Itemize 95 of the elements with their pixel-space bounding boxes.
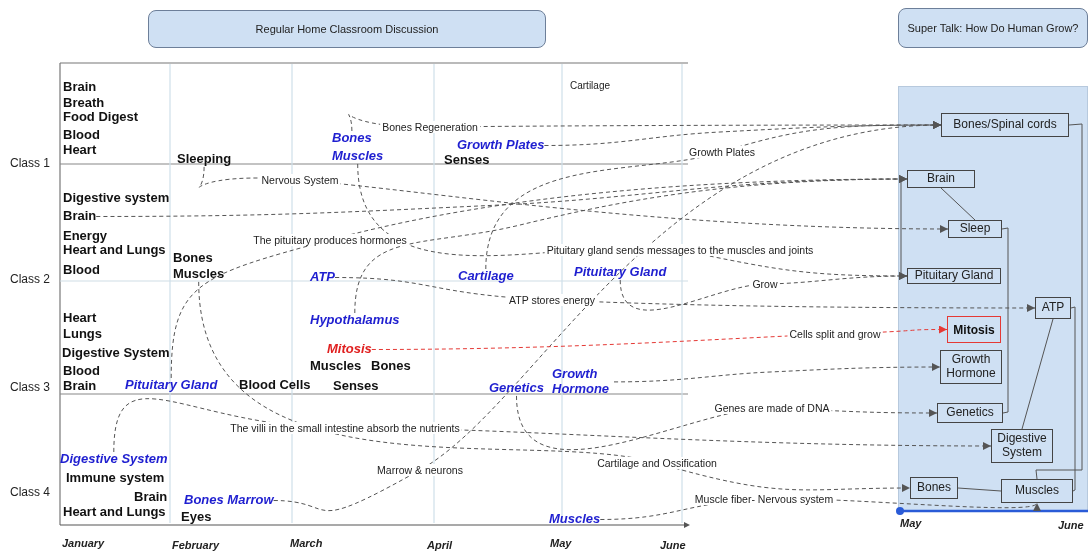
- connector: [273, 121, 942, 512]
- topic-text: Blood: [63, 263, 100, 278]
- topic-text: Brain: [134, 490, 168, 505]
- edge-label: Pituitary gland sends messages to the muscles and joints: [544, 243, 816, 257]
- topic-text: Muscles: [549, 512, 601, 527]
- topic-text: Heart and Lungs: [63, 505, 166, 520]
- topic-text: Mitosis: [327, 342, 372, 357]
- topic-box: Mitosis: [947, 316, 1001, 343]
- topic-text: Muscles: [173, 267, 225, 282]
- topic-text: Bones Marrow: [184, 493, 274, 508]
- class-label: Class 1: [10, 157, 50, 171]
- edge-label: Muscle fiber- Nervous system: [692, 492, 836, 506]
- topic-text: Blood Cells: [239, 378, 311, 393]
- topic-text: Cartilage: [458, 269, 514, 284]
- topic-text: Heart: [63, 311, 97, 326]
- topic-text: Digestive System: [60, 452, 168, 467]
- month-label: April: [427, 539, 453, 552]
- topic-box: Muscles: [1001, 479, 1073, 503]
- connector: [613, 363, 941, 383]
- edge-label: Genes are made of DNA: [712, 401, 832, 415]
- connector: [354, 175, 908, 314]
- header-box: Super Talk: How Do Human Grow?: [898, 8, 1088, 48]
- topic-box: ATP: [1035, 297, 1071, 319]
- topic-box: Genetics: [937, 403, 1003, 423]
- connector: [1001, 227, 1009, 414]
- topic-box: Brain: [907, 170, 975, 188]
- topic-text: Sleeping: [177, 152, 232, 167]
- topic-text: Blood: [63, 128, 100, 143]
- note-text: Cartilage: [570, 80, 611, 92]
- connector: [900, 177, 908, 277]
- edge-label: Marrow & neurons: [375, 463, 465, 477]
- topic-text: Bones: [173, 251, 213, 266]
- topic-text: Genetics: [489, 381, 544, 396]
- connector: [1021, 318, 1054, 430]
- connector: [940, 187, 976, 221]
- header-box: Regular Home Classroom Discussion: [148, 10, 546, 48]
- topic-text: Brain: [63, 80, 97, 95]
- edge-label: Nervous System: [259, 173, 341, 187]
- edge-label: The pituitary produces hormones: [251, 233, 409, 247]
- topic-text: Pituitary Gland: [574, 265, 667, 280]
- topic-box: Sleep: [948, 220, 1002, 238]
- connector: [198, 166, 949, 233]
- panel-background: [898, 86, 1088, 512]
- month-label: May: [550, 537, 572, 550]
- month-label: January: [62, 537, 105, 550]
- connector: [957, 487, 1002, 492]
- edge-label: ATP stores energy: [507, 293, 597, 307]
- month-label: June: [1058, 519, 1084, 532]
- edge-label: Cells split and grow: [787, 327, 883, 341]
- topic-text: Eyes: [181, 510, 212, 525]
- edge-label: Growth Plates: [687, 145, 757, 159]
- topic-text: Growth Plates: [457, 138, 545, 153]
- topic-text: Energy: [63, 229, 108, 244]
- connector: [334, 277, 1036, 312]
- topic-text: Muscles: [310, 359, 362, 374]
- edge-label: Bones Regeneration: [380, 120, 480, 134]
- connector: [1070, 306, 1076, 492]
- topic-text: Digestive System: [62, 346, 170, 361]
- topic-text: Heart: [63, 143, 97, 158]
- topic-text: Immune system: [66, 471, 165, 486]
- topic-text: Bones: [332, 131, 372, 146]
- topic-text: Food Digest: [63, 110, 139, 125]
- class-label: Class 2: [10, 273, 50, 287]
- topic-text: Senses: [333, 379, 379, 394]
- topic-text: Heart and Lungs: [63, 243, 166, 258]
- topic-box: Bones/Spinal cords: [941, 113, 1069, 137]
- topic-box: Pituitary Gland: [907, 268, 1001, 284]
- month-label: March: [290, 537, 323, 550]
- topic-text: Brain: [63, 379, 97, 394]
- topic-box: Growth Hormone: [940, 350, 1002, 384]
- month-label: May: [900, 517, 922, 530]
- topic-box: Bones: [910, 477, 958, 499]
- edge-label: Grow: [750, 277, 780, 291]
- topic-text: Brain: [63, 209, 97, 224]
- class-label: Class 3: [10, 381, 50, 395]
- connector: [1035, 123, 1083, 480]
- edge-label: Cartilage and Ossification: [595, 456, 719, 470]
- topic-text: Digestive system: [63, 191, 170, 206]
- topic-text: Bones: [371, 359, 411, 374]
- topic-text: Senses: [444, 153, 490, 168]
- topic-box: Digestive System: [991, 429, 1053, 463]
- topic-text: Hypothalamus: [310, 313, 400, 328]
- topic-text: Pituitary Gland: [125, 378, 218, 393]
- edge-label: The villi in the small intestine absorb the nutrients: [228, 421, 462, 435]
- topic-text: Breath: [63, 96, 105, 111]
- month-label: June: [660, 539, 686, 552]
- connector: [198, 281, 911, 493]
- month-label: February: [172, 539, 220, 552]
- topic-text: Muscles: [332, 149, 384, 164]
- topic-text: Blood: [63, 364, 100, 379]
- topic-text: ATP: [310, 270, 336, 285]
- topic-text: Growth Hormone: [552, 367, 614, 397]
- class-label: Class 4: [10, 486, 50, 500]
- topic-text: Lungs: [63, 327, 102, 342]
- connector: [619, 272, 908, 311]
